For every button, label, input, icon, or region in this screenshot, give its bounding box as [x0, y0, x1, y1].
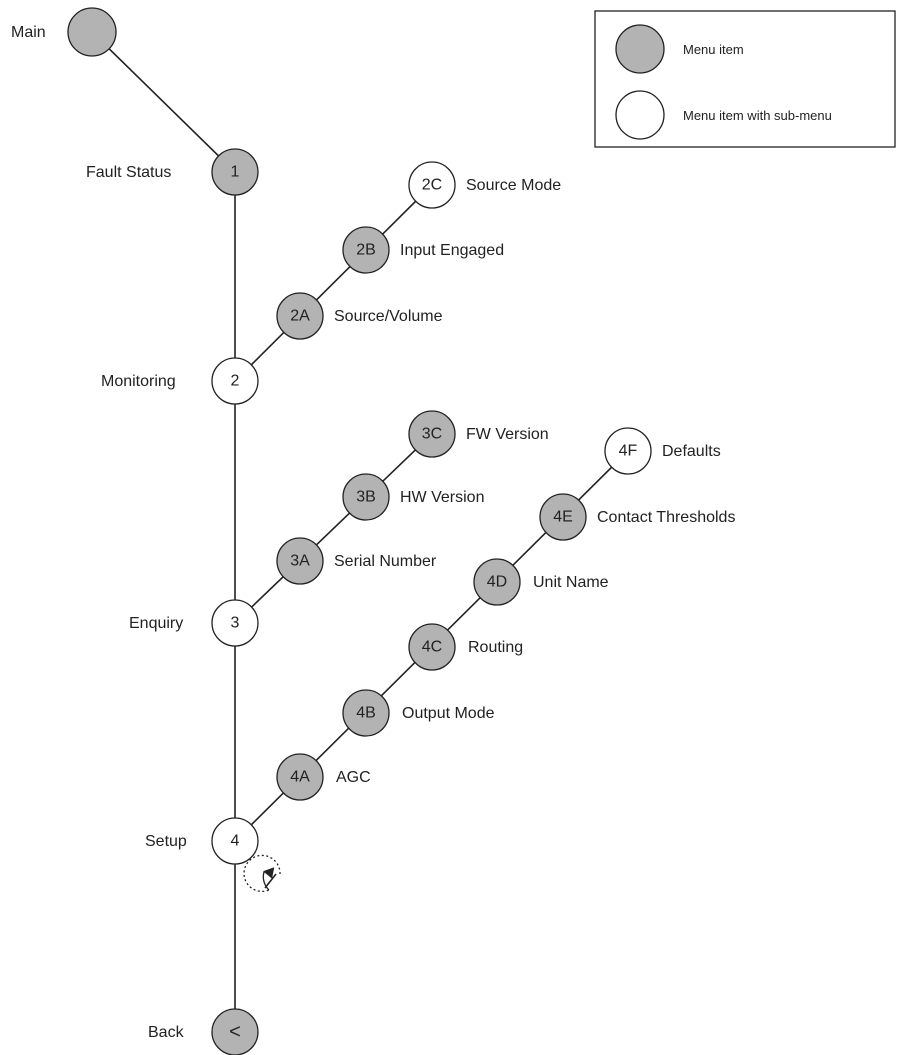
menu-item-circle — [276, 292, 324, 340]
node-4f-badge: 4F — [619, 443, 638, 460]
menu-item-circle — [67, 7, 117, 57]
legend-menu-item-label: Menu item — [683, 42, 744, 57]
node-2b-label: Input Engaged — [400, 242, 504, 259]
node-main[interactable]: Main — [11, 7, 117, 57]
node-1[interactable]: 1 Fault Status — [86, 148, 259, 196]
node-1-label: Fault Status — [86, 164, 171, 181]
node-3b-badge: 3B — [356, 489, 376, 506]
node-3-label: Enquiry — [129, 615, 183, 632]
node-4b-badge: 4B — [356, 705, 376, 722]
node-2-label: Monitoring — [101, 373, 176, 390]
menu-item-circle — [211, 148, 259, 196]
legend-menu-item-submenu: Menu item with sub-menu — [615, 90, 832, 140]
menu-item-circle — [342, 473, 390, 521]
menu-item-circle — [276, 537, 324, 585]
node-4c-badge: 4C — [422, 639, 442, 656]
node-2c-badge: 2C — [422, 177, 442, 194]
node-3c-badge: 3C — [422, 426, 442, 443]
node-2a-badge: 2A — [290, 308, 310, 325]
legend-menu-item: Menu item — [615, 24, 744, 74]
node-4b-label: Output Mode — [402, 705, 495, 722]
submenu-circle — [211, 357, 259, 405]
node-4c-label: Routing — [468, 639, 523, 656]
node-3c[interactable]: 3C FW Version — [408, 410, 549, 458]
node-4f-label: Defaults — [662, 443, 721, 460]
node-4a[interactable]: 4A AGC — [276, 753, 371, 801]
node-2c[interactable]: 2C Source Mode — [408, 161, 561, 209]
node-2c-label: Source Mode — [466, 177, 561, 194]
node-back-label: Back — [148, 1024, 185, 1041]
node-2-badge: 2 — [231, 373, 240, 390]
menu-item-circle — [276, 753, 324, 801]
node-2b[interactable]: 2B Input Engaged — [342, 226, 504, 274]
submenu-circle — [604, 427, 652, 475]
node-back-badge: < — [229, 1021, 241, 1043]
menu-item-circle — [408, 410, 456, 458]
node-4d[interactable]: 4D Unit Name — [473, 558, 609, 606]
edge-2-2c — [234, 184, 433, 382]
node-2a[interactable]: 2A Source/Volume — [276, 292, 443, 340]
node-4-badge: 4 — [231, 833, 240, 850]
node-4f[interactable]: 4F Defaults — [604, 427, 721, 475]
node-3a-label: Serial Number — [334, 553, 437, 570]
menu-item-circle — [211, 1008, 259, 1055]
node-4b[interactable]: 4B Output Mode — [342, 689, 495, 737]
edge-3-3c — [234, 433, 433, 624]
rotate-dial-icon — [243, 854, 281, 893]
node-3b-label: HW Version — [400, 489, 484, 506]
node-3a[interactable]: 3A Serial Number — [276, 537, 437, 585]
legend-white-circle — [615, 90, 665, 140]
submenu-circle — [211, 599, 259, 647]
node-3[interactable]: 3 Enquiry — [129, 599, 259, 647]
menu-item-circle — [408, 623, 456, 671]
node-4[interactable]: 4 Setup — [145, 817, 259, 865]
legend-submenu-label: Menu item with sub-menu — [683, 108, 832, 123]
legend: Menu item Menu item with sub-menu — [594, 10, 896, 148]
node-4e[interactable]: 4E Contact Thresholds — [539, 493, 735, 541]
menu-item-circle — [473, 558, 521, 606]
node-4d-label: Unit Name — [533, 574, 609, 591]
node-1-badge: 1 — [231, 164, 240, 181]
node-3c-label: FW Version — [466, 426, 549, 443]
submenu-circle — [408, 161, 456, 209]
node-4e-badge: 4E — [553, 509, 573, 526]
node-4a-label: AGC — [336, 769, 371, 786]
node-4-label: Setup — [145, 833, 187, 850]
node-3b[interactable]: 3B HW Version — [342, 473, 484, 521]
node-4d-badge: 4D — [487, 574, 507, 591]
node-4e-label: Contact Thresholds — [597, 509, 735, 526]
node-back[interactable]: < Back — [148, 1008, 259, 1055]
menu-item-circle — [342, 689, 390, 737]
node-main-label: Main — [11, 24, 46, 41]
node-2b-badge: 2B — [356, 242, 376, 259]
node-3-badge: 3 — [231, 615, 240, 632]
node-3a-badge: 3A — [290, 553, 310, 570]
node-2[interactable]: 2 Monitoring — [101, 357, 259, 405]
legend-gray-circle — [615, 24, 665, 74]
node-2a-label: Source/Volume — [334, 308, 443, 325]
submenu-circle — [211, 817, 259, 865]
menu-item-circle — [342, 226, 390, 274]
menu-item-circle — [539, 493, 587, 541]
node-4a-badge: 4A — [290, 769, 310, 786]
edge-main-1 — [91, 31, 236, 173]
node-4c[interactable]: 4C Routing — [408, 623, 523, 671]
